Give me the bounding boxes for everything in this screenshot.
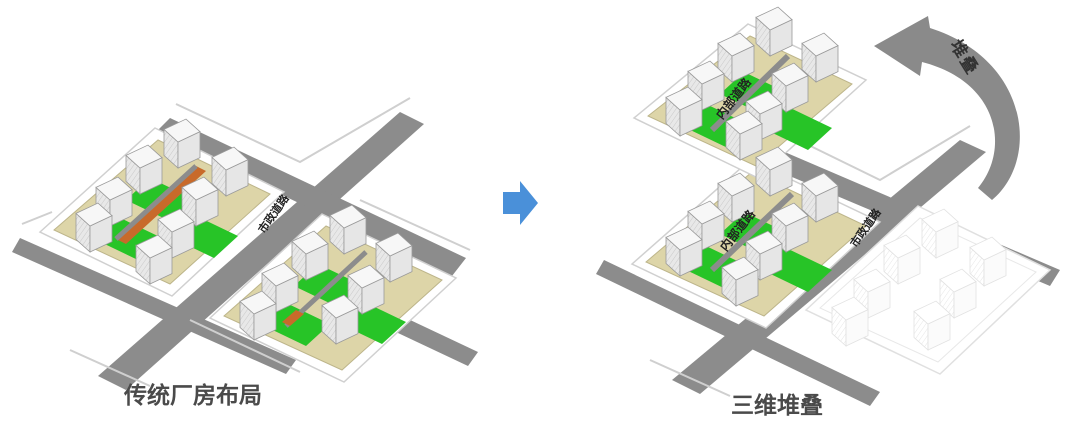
building-face bbox=[755, 146, 793, 171]
building-face bbox=[211, 146, 249, 171]
building-face bbox=[321, 294, 359, 319]
building-face bbox=[181, 176, 219, 201]
building-face bbox=[745, 230, 783, 255]
building-face bbox=[261, 262, 299, 287]
building-face bbox=[939, 268, 977, 293]
building-face bbox=[375, 232, 413, 257]
building-face bbox=[745, 90, 783, 115]
right-arrow-icon bbox=[503, 181, 538, 225]
building-face bbox=[347, 264, 385, 289]
left-caption: 传统厂房布局 bbox=[124, 383, 262, 409]
building-face bbox=[921, 208, 959, 233]
right-buildings bbox=[665, 6, 839, 307]
building-face bbox=[725, 110, 763, 135]
right-caption: 三维堆叠 bbox=[731, 393, 823, 419]
building-face bbox=[75, 202, 113, 227]
building-face bbox=[969, 236, 1007, 261]
building-face bbox=[801, 32, 839, 57]
building-face bbox=[135, 234, 173, 259]
building-face bbox=[665, 226, 703, 251]
building-face bbox=[831, 296, 869, 321]
building-face bbox=[239, 290, 277, 315]
building-face bbox=[665, 86, 703, 111]
building-face bbox=[717, 172, 755, 197]
building-face bbox=[755, 6, 793, 31]
building-face bbox=[771, 62, 809, 87]
building-face bbox=[721, 256, 759, 281]
building-face bbox=[329, 204, 367, 229]
ghost-lot bbox=[804, 205, 1052, 375]
building-face bbox=[853, 268, 891, 293]
curved-stack-arrow-icon bbox=[874, 16, 1020, 200]
building-face bbox=[687, 60, 725, 85]
building-face bbox=[717, 32, 755, 57]
building-face bbox=[157, 208, 195, 233]
building-face bbox=[125, 144, 163, 169]
building-face bbox=[771, 202, 809, 227]
left-buildings bbox=[75, 118, 413, 345]
building-face bbox=[913, 300, 951, 325]
building-face bbox=[291, 230, 329, 255]
building-face bbox=[883, 234, 921, 259]
building-face bbox=[801, 172, 839, 197]
building-face bbox=[95, 176, 133, 201]
building-face bbox=[687, 200, 725, 225]
building-face bbox=[163, 118, 201, 143]
